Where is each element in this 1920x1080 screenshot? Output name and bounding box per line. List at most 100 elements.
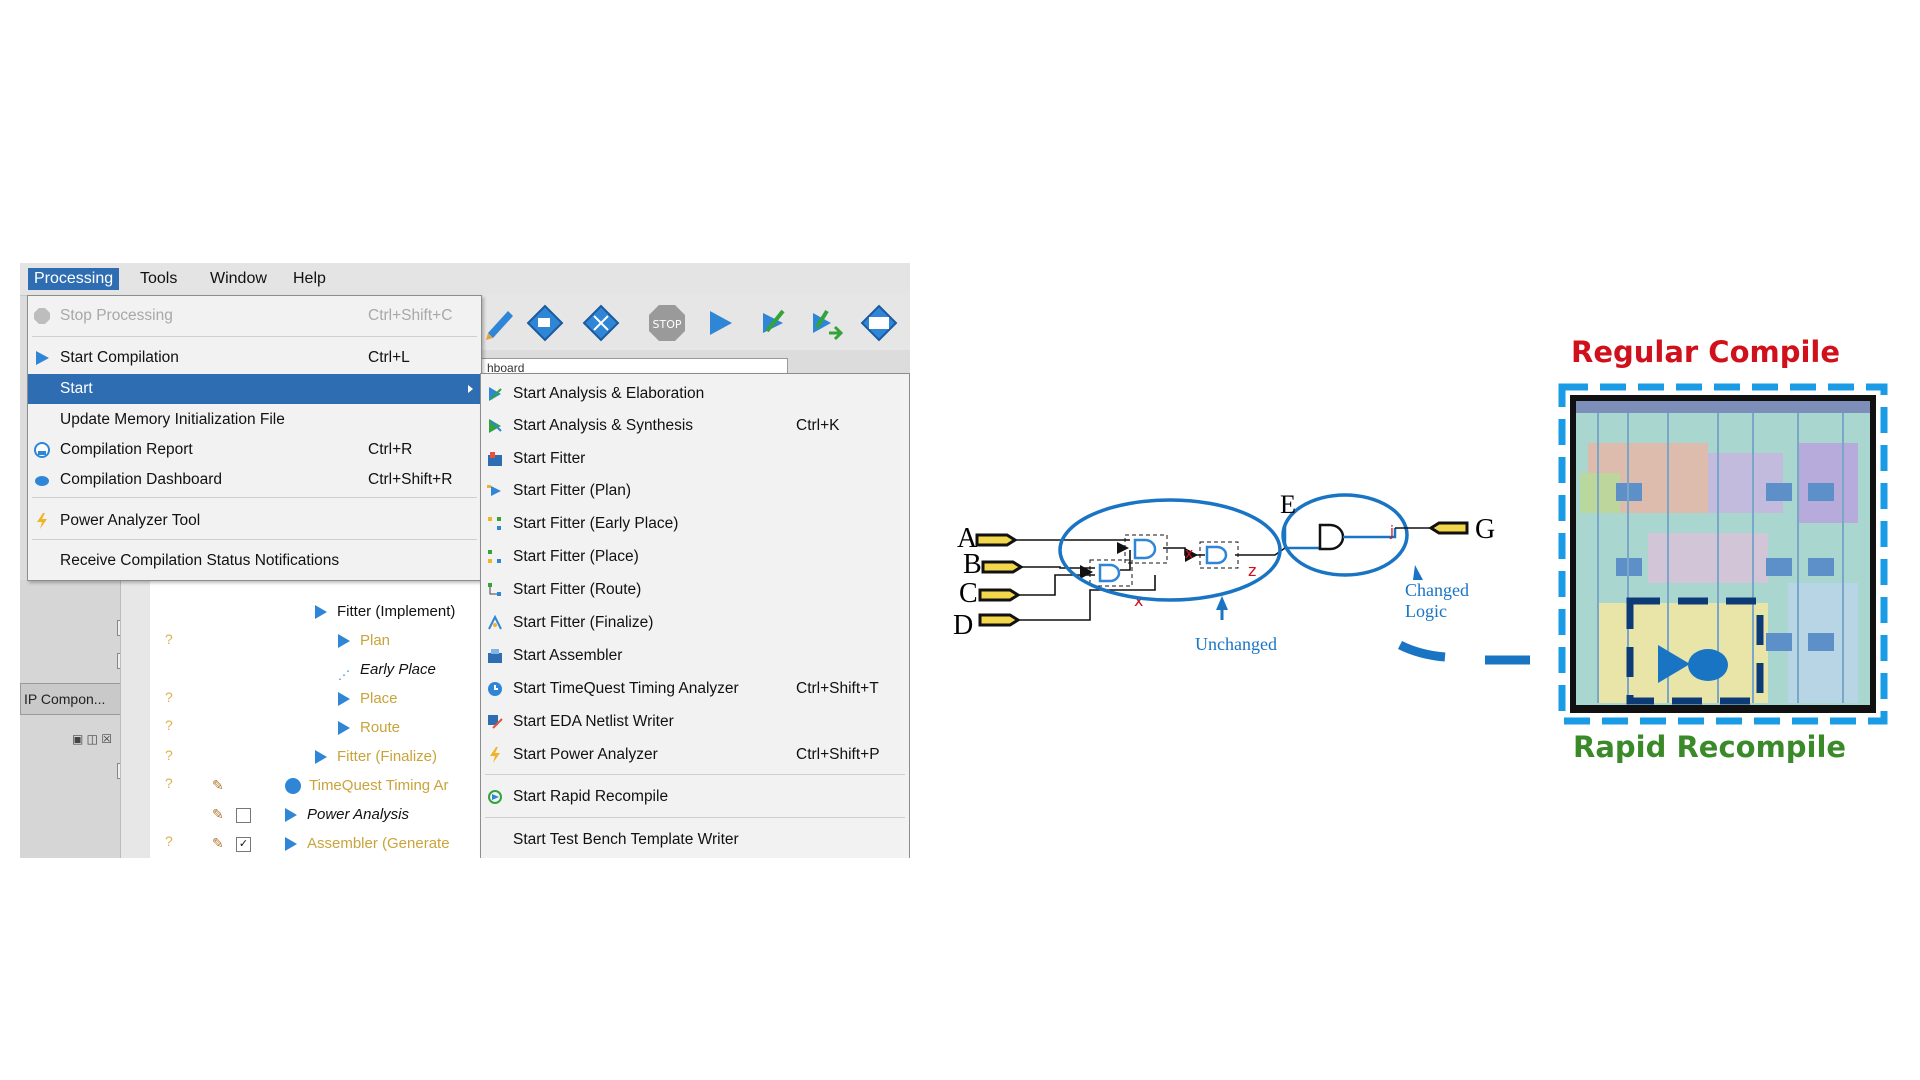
menu-window[interactable]: Window bbox=[210, 270, 267, 287]
fitter-route-icon bbox=[488, 583, 501, 596]
flow-row-label: Power Analysis bbox=[307, 806, 409, 823]
submenu-item-testbench-writer[interactable]: Start Test Bench Template Writer bbox=[481, 825, 909, 855]
menu-item-start-compilation[interactable]: Start Compilation Ctrl+L bbox=[28, 343, 481, 373]
flow-row-fitter-implement[interactable]: Fitter (Implement) bbox=[315, 600, 455, 624]
assembler-checkbox[interactable]: ✓ bbox=[236, 837, 251, 852]
play-icon bbox=[285, 837, 297, 852]
early-place-icon: ⋰ bbox=[338, 668, 350, 683]
menu-processing[interactable]: Processing bbox=[28, 268, 120, 290]
timing-analyzer-icon[interactable] bbox=[753, 303, 793, 343]
submenu-item-fitter-route[interactable]: Start Fitter (Route) bbox=[481, 575, 909, 605]
net-z-label: z bbox=[1248, 561, 1256, 580]
submenu-item-fitter-place[interactable]: Start Fitter (Place) bbox=[481, 542, 909, 572]
menu-item-label: Start Fitter (Route) bbox=[513, 581, 642, 598]
menu-item-label: Power Analyzer Tool bbox=[60, 512, 201, 529]
menu-item-update-memory-init[interactable]: Update Memory Initialization File bbox=[28, 405, 481, 435]
flow-row-power-analysis[interactable]: Power Analysis bbox=[285, 803, 409, 827]
input-pin-b: B bbox=[963, 549, 1024, 580]
fitter-plan-icon bbox=[487, 485, 501, 496]
edit-settings-icon[interactable]: ✎ bbox=[212, 835, 224, 851]
flow-row-fitter-finalize[interactable]: Fitter (Finalize) bbox=[315, 745, 437, 769]
flow-row-plan[interactable]: Plan bbox=[338, 629, 390, 653]
menu-item-stop-processing[interactable]: Stop Processing Ctrl+Shift+C bbox=[28, 301, 481, 331]
assembler-icon bbox=[488, 649, 502, 663]
left-panel bbox=[20, 580, 120, 858]
logic-label: Logic bbox=[1405, 601, 1447, 621]
rapid-recompile-region bbox=[1626, 597, 1764, 705]
menu-help[interactable]: Help bbox=[293, 270, 326, 287]
submenu-item-fitter-finalize[interactable]: Start Fitter (Finalize) bbox=[481, 608, 909, 638]
menu-item-shortcut: Ctrl+Shift+P bbox=[796, 746, 880, 763]
menu-item-compilation-report[interactable]: Compilation Report Ctrl+R bbox=[28, 435, 481, 465]
start-submenu: Start Analysis & Elaboration Start Analy… bbox=[480, 373, 910, 858]
menu-item-shortcut: Ctrl+L bbox=[368, 349, 410, 366]
fitter-icon bbox=[488, 452, 502, 466]
processing-menu: Stop Processing Ctrl+Shift+C Start Compi… bbox=[27, 295, 482, 581]
floorplan-regions bbox=[1576, 401, 1870, 703]
menu-item-label: Start Fitter (Finalize) bbox=[513, 614, 654, 631]
netlist-icon[interactable] bbox=[805, 303, 845, 343]
pin-label: G bbox=[1475, 514, 1495, 545]
flow-row-place[interactable]: Place bbox=[338, 687, 398, 711]
fitter-early-place-icon bbox=[488, 517, 501, 530]
flow-row-route[interactable]: Route bbox=[338, 716, 400, 740]
menu-item-label: Start bbox=[60, 380, 93, 397]
menu-item-label: Start Fitter (Place) bbox=[513, 548, 639, 565]
menu-item-label: Stop Processing bbox=[60, 307, 173, 324]
panel-window-controls[interactable]: ▣ ◫ ☒ bbox=[72, 732, 113, 746]
synthesis-icon[interactable] bbox=[581, 303, 621, 343]
fitter-place-icon bbox=[488, 550, 501, 563]
menu-item-label: Start EDA Netlist Writer bbox=[513, 713, 674, 730]
menu-item-start[interactable]: Start bbox=[28, 374, 481, 404]
flow-row-early-place[interactable]: ⋰ Early Place bbox=[338, 658, 436, 682]
menu-item-label: Start Test Bench Template Writer bbox=[513, 831, 739, 848]
dashboard-icon bbox=[35, 476, 49, 486]
menu-item-label: Start Analysis & Elaboration bbox=[513, 385, 705, 402]
menu-bar: Processing Tools Window Help bbox=[20, 263, 910, 296]
input-pin-c: C bbox=[959, 578, 1021, 609]
analysis-icon[interactable] bbox=[525, 303, 565, 343]
menu-item-compilation-dashboard[interactable]: Compilation Dashboard Ctrl+Shift+R bbox=[28, 465, 481, 495]
power-analysis-checkbox[interactable] bbox=[236, 808, 251, 823]
edit-settings-icon[interactable]: ✎ bbox=[212, 777, 224, 793]
regular-compile-boundary bbox=[1558, 383, 1888, 725]
menu-item-power-analyzer-tool[interactable]: Power Analyzer Tool bbox=[28, 506, 481, 536]
menu-item-shortcut: Ctrl+Shift+T bbox=[796, 680, 879, 697]
submenu-item-fitter[interactable]: Start Fitter bbox=[481, 444, 909, 474]
submenu-item-rapid-recompile[interactable]: Start Rapid Recompile bbox=[481, 782, 909, 812]
flow-row-timequest[interactable]: TimeQuest Timing Ar bbox=[285, 774, 448, 798]
flow-row-label: Assembler (Generate bbox=[307, 835, 450, 852]
submenu-item-power-analyzer[interactable]: Start Power Analyzer Ctrl+Shift+P bbox=[481, 740, 909, 770]
compile-pencil-icon[interactable] bbox=[480, 303, 520, 343]
output-pin-g: G bbox=[1428, 514, 1495, 545]
menu-item-receive-notifications[interactable]: Receive Compilation Status Notifications bbox=[28, 546, 481, 576]
stop-icon[interactable]: STOP bbox=[647, 303, 687, 343]
submenu-item-fitter-plan[interactable]: Start Fitter (Plan) bbox=[481, 476, 909, 506]
flow-row-label: Early Place bbox=[360, 661, 436, 678]
flow-row-label: Place bbox=[360, 690, 398, 707]
input-pin-a: A bbox=[957, 523, 1018, 554]
submenu-item-eda-netlist[interactable]: Start EDA Netlist Writer bbox=[481, 707, 909, 737]
submenu-item-timequest[interactable]: Start TimeQuest Timing Analyzer Ctrl+Shi… bbox=[481, 674, 909, 704]
menu-item-label: Start Rapid Recompile bbox=[513, 788, 669, 805]
rapid-recompile-label: Rapid Recompile bbox=[1573, 730, 1847, 764]
submenu-item-analysis-synthesis[interactable]: Start Analysis & Synthesis Ctrl+K bbox=[481, 411, 909, 441]
status-question-icon: ? bbox=[165, 717, 173, 733]
menu-separator bbox=[32, 497, 477, 498]
menu-separator bbox=[32, 336, 477, 337]
pin-label: C bbox=[959, 578, 978, 609]
status-question-icon: ? bbox=[165, 775, 173, 791]
start-compilation-icon[interactable] bbox=[700, 303, 740, 343]
menu-item-shortcut: Ctrl+Shift+R bbox=[368, 471, 453, 488]
flow-row-assembler[interactable]: Assembler (Generate bbox=[285, 832, 450, 856]
submenu-item-assembler[interactable]: Start Assembler bbox=[481, 641, 909, 671]
ip-components-tab[interactable]: IP Compon... bbox=[20, 683, 135, 715]
submenu-item-fitter-early-place[interactable]: Start Fitter (Early Place) bbox=[481, 509, 909, 539]
power-icon bbox=[490, 747, 500, 763]
submenu-item-analysis-elaboration[interactable]: Start Analysis & Elaboration bbox=[481, 379, 909, 409]
programmer-icon[interactable] bbox=[859, 303, 899, 343]
rapid-recompile-icon bbox=[488, 790, 502, 804]
fitter-finalize-icon bbox=[488, 615, 502, 630]
menu-tools[interactable]: Tools bbox=[140, 270, 178, 287]
edit-settings-icon[interactable]: ✎ bbox=[212, 806, 224, 822]
